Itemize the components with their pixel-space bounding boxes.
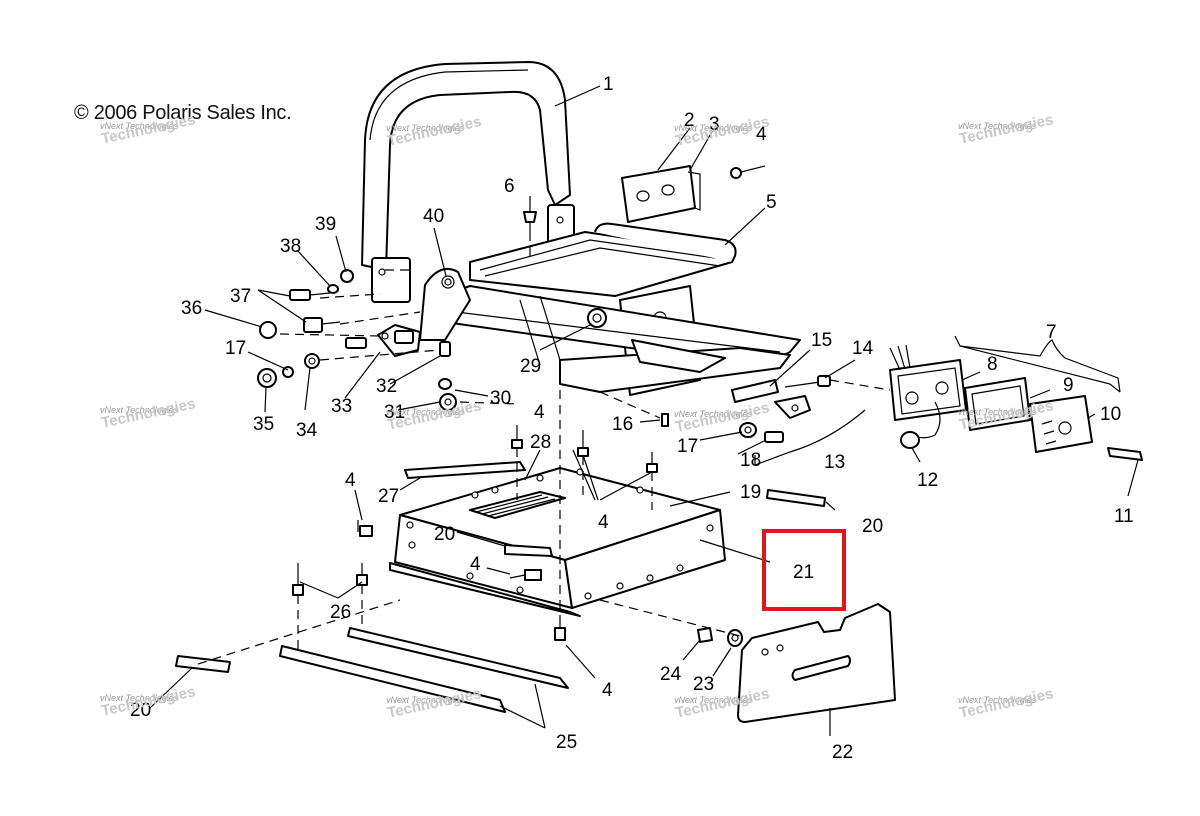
callout-30: 30 [490, 388, 511, 409]
callout-39: 39 [315, 214, 336, 235]
callout-20-right: 20 [862, 516, 883, 537]
callout-20-left: 20 [130, 700, 151, 721]
callout-25: 25 [556, 732, 577, 753]
callout-labels: 1 2 3 4 5 6 7 8 9 10 11 12 13 14 15 16 1… [130, 74, 1134, 763]
callout-4: 4 [756, 124, 767, 145]
callout-3: 3 [709, 114, 720, 135]
highlight-box-21 [762, 529, 846, 611]
callout-8: 8 [987, 354, 998, 375]
callout-16: 16 [612, 414, 633, 435]
callout-33: 33 [331, 396, 352, 417]
callout-4-f: 4 [602, 680, 613, 701]
callout-4-e: 4 [470, 554, 481, 575]
callout-20-center: 20 [434, 524, 455, 545]
callout-31: 31 [384, 402, 405, 423]
part-bolt-top [730, 165, 766, 179]
part-bolt-6 [523, 211, 537, 232]
callout-1: 1 [603, 74, 614, 95]
callout-17-right: 17 [677, 436, 698, 457]
callout-17-left: 17 [225, 338, 246, 359]
callout-24: 24 [660, 664, 682, 685]
callout-5: 5 [766, 192, 777, 213]
part-tail-light [889, 335, 1143, 461]
part-backrest [361, 61, 575, 303]
callout-10: 10 [1100, 404, 1121, 425]
callout-6: 6 [504, 176, 515, 197]
callout-11: 11 [1114, 506, 1134, 527]
callout-37: 37 [230, 286, 251, 307]
part-mounting-bracket [621, 165, 701, 223]
callout-14: 14 [852, 338, 874, 359]
callout-40: 40 [423, 206, 444, 227]
callout-18: 18 [740, 450, 761, 471]
callout-21: 21 [793, 562, 814, 583]
callout-26: 26 [330, 602, 351, 623]
callout-38: 38 [280, 236, 301, 257]
part-running-boards [279, 627, 569, 713]
callout-13: 13 [824, 452, 845, 473]
callout-36: 36 [181, 298, 202, 319]
part-fasteners [292, 425, 658, 641]
callout-12: 12 [917, 470, 938, 491]
callout-19: 19 [740, 482, 761, 503]
part-hardware-right [661, 375, 831, 443]
part-strips [175, 461, 826, 673]
callout-4-d: 4 [345, 470, 356, 491]
callout-2: 2 [684, 110, 695, 131]
callout-4-c: 4 [598, 512, 609, 533]
callout-35: 35 [253, 414, 274, 435]
callout-9: 9 [1063, 375, 1074, 396]
leader-lines [149, 85, 1139, 736]
callout-22: 22 [832, 742, 853, 763]
callout-34: 34 [296, 420, 318, 441]
part-rack-frame [377, 222, 801, 396]
callout-32: 32 [376, 376, 397, 397]
callout-4-b: 4 [534, 402, 545, 423]
part-storage-box [389, 467, 726, 617]
callout-28: 28 [530, 432, 551, 453]
callout-15: 15 [811, 330, 832, 351]
part-mud-flap [737, 603, 896, 723]
callout-29: 29 [520, 356, 541, 377]
callout-7: 7 [1046, 322, 1057, 343]
callout-27: 27 [378, 486, 399, 507]
copyright-notice: © 2006 Polaris Sales Inc. [74, 102, 292, 124]
assembly-lines [197, 232, 891, 665]
callout-23: 23 [693, 674, 714, 695]
